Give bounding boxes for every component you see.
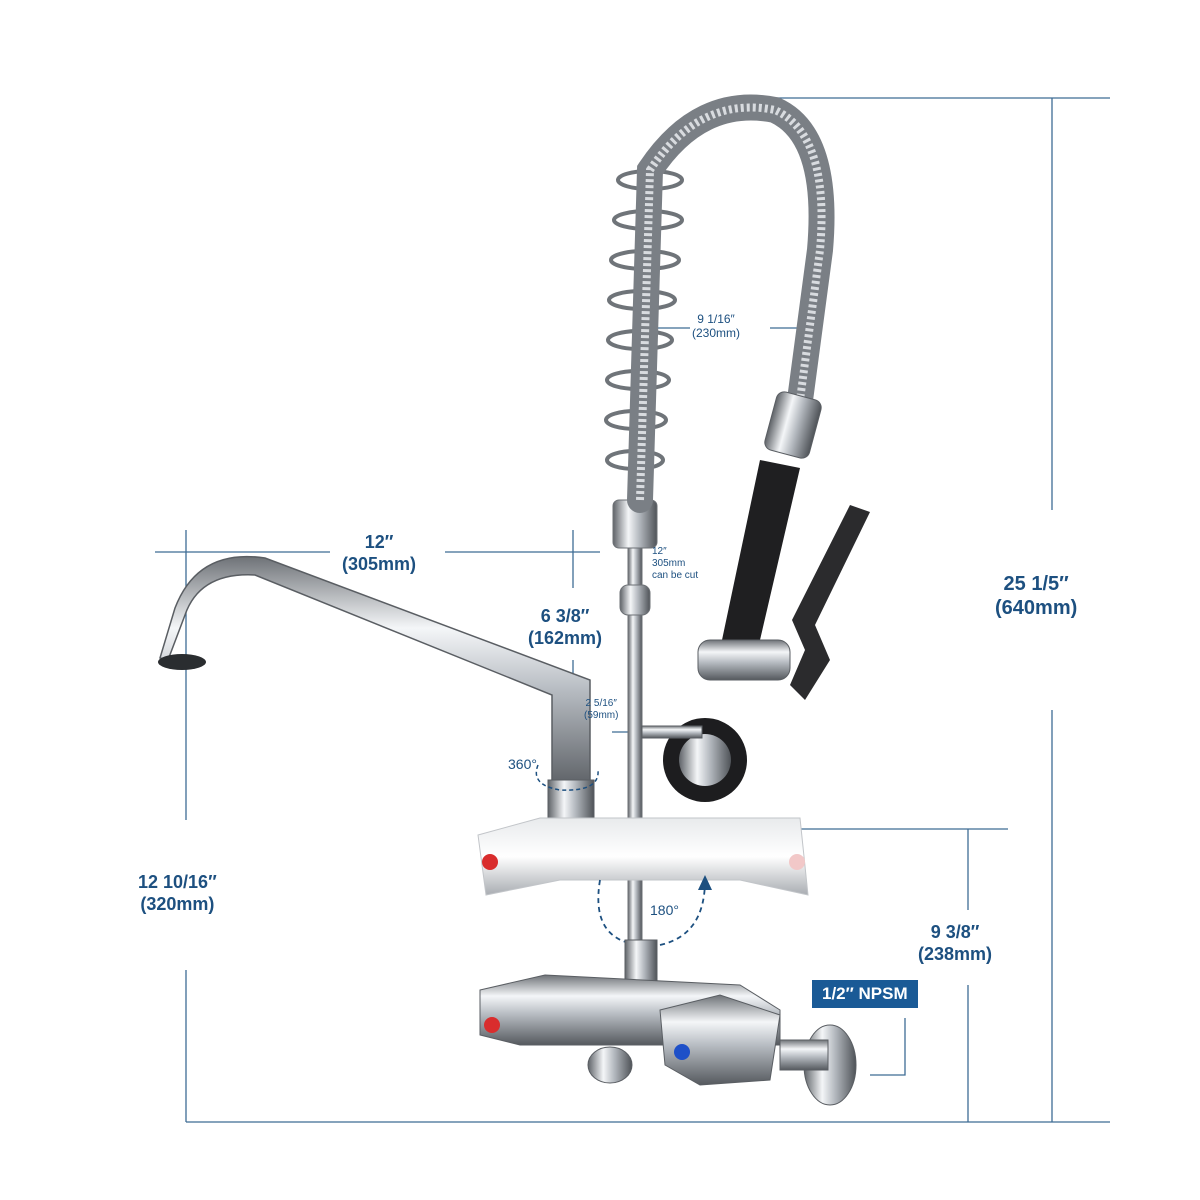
spout-length-metric: (305mm): [342, 553, 417, 574]
upper-valve-body: [477, 764, 809, 946]
mount-height-metric: (238mm): [918, 943, 993, 964]
faucet-rotation-label: 180°: [650, 902, 679, 918]
column-length-label: 12″ 305mm can be cut: [652, 546, 698, 582]
spout-length-imperial: 12″: [364, 532, 394, 552]
spout-height-label: 6 3/8″ (162mm): [528, 606, 602, 649]
lower-height-imperial: 12 10/16″: [138, 872, 217, 892]
lower-height-label: 12 10/16″ (320mm): [138, 872, 217, 915]
spray-head: [641, 391, 870, 802]
mount-height-label: 9 3/8″ (238mm): [918, 922, 992, 965]
swivel-spout: [158, 555, 595, 821]
wall-mount-body: [479, 939, 857, 1106]
column-length-imperial: 12″: [652, 546, 667, 557]
arm-offset-metric: (59mm): [584, 710, 619, 721]
total-height-imperial: 25 1/5″: [1003, 573, 1069, 595]
column-length-metric: 305mm: [652, 558, 686, 569]
hose-width-metric: (230mm): [692, 326, 741, 341]
mount-height-imperial: 9 3/8″: [930, 922, 980, 942]
total-height-metric: (640mm): [995, 597, 1078, 619]
arm-offset-imperial: 2 5/16″: [585, 698, 617, 709]
lower-height-metric: (320mm): [140, 893, 215, 914]
hose-width-imperial: 9 1/16″: [697, 312, 735, 326]
spout-length-label: 12″ (305mm): [342, 532, 416, 575]
spout-height-metric: (162mm): [528, 627, 603, 648]
spout-rotation-label: 360°: [508, 756, 537, 772]
column-cut-note: can be cut: [652, 570, 699, 581]
hose-width-label: 9 1/16″ (230mm): [692, 312, 740, 341]
total-height-label: 25 1/5″ (640mm): [995, 572, 1077, 620]
spout-height-imperial: 6 3/8″: [540, 606, 590, 626]
thread-size-badge: 1/2″ NPSM: [812, 980, 918, 1008]
arm-offset-label: 2 5/16″ (59mm): [584, 698, 618, 722]
